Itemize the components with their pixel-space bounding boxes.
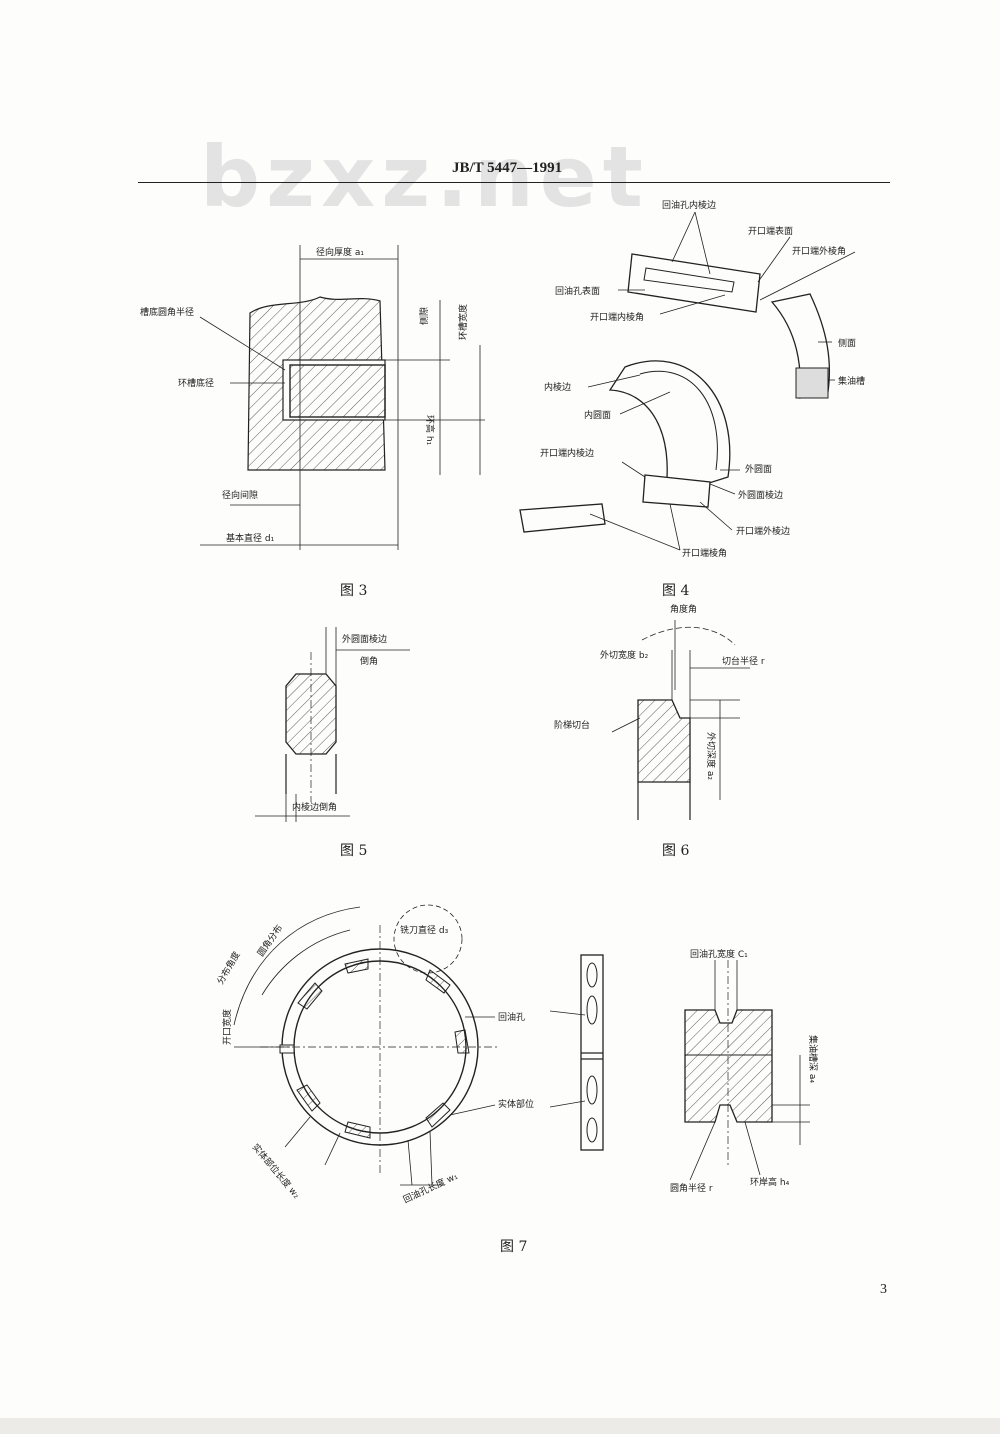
- fig3-caption: 图 3: [340, 583, 368, 599]
- cutter-circle: [393, 904, 463, 974]
- oil-hole-segment: [344, 1121, 371, 1139]
- oil-hole-segment: [454, 1029, 470, 1054]
- fig6-outer-cut-width: 外切宽度 b₂: [600, 649, 649, 661]
- fig3-basic-diameter: 基本直径 d₁: [226, 532, 275, 544]
- ring-segment-top: [627, 253, 761, 313]
- fig4-gap-outer-edge-angle: 开口端外棱角: [792, 245, 846, 257]
- oil-hole-segment: [344, 958, 369, 974]
- fig7-solid-length: 实体部位长度 w₂: [250, 1141, 303, 1201]
- page-number: 3: [880, 1282, 887, 1297]
- oil-hole-segment: [425, 1102, 451, 1128]
- standard-number: JB/T 5447—1991: [452, 160, 563, 176]
- fig3-side-clearance: 侧隙: [418, 307, 430, 325]
- fig3-groove-bottom-diameter: 环槽底径: [178, 377, 214, 389]
- fig5-outer-edge: 外圆面棱边: [342, 633, 387, 645]
- oil-hole-segment: [297, 982, 323, 1010]
- fig4-gap-concave-edge: 开口端内棱角: [590, 311, 644, 323]
- fig4-gap-inner-edge: 开口端内棱边: [540, 447, 594, 459]
- fig6-step-cut: 阶梯切台: [554, 719, 590, 731]
- fig7-land-height: 环岸高 h₄: [750, 1176, 790, 1188]
- watermark: bzxz.net: [200, 128, 649, 226]
- fig7-distribution-angle: 分布角度: [214, 949, 242, 986]
- fig3-axial-thickness: 径向厚度 a₁: [316, 246, 364, 258]
- fig4-gap-surface: 开口端表面: [748, 225, 793, 237]
- oil-hole-segment: [425, 969, 451, 994]
- figure-3: 径向厚度 a₁ 槽底圆角半径 环槽底径 径向间隙 基本直径 d₁ 侧隙 环槽宽度…: [140, 245, 485, 550]
- fig5-inner-edge-chamfer: 内棱边倒角: [292, 801, 337, 813]
- fig5-caption: 图 5: [340, 843, 368, 859]
- fig3-groove-corner-radius: 槽底圆角半径: [140, 306, 194, 318]
- fig7-oil-groove-depth: 集油槽深 a₄: [807, 1035, 819, 1083]
- fig7-cutter-diameter: 铣刀直径 d₃: [400, 924, 449, 936]
- fig3-groove-width: 环槽宽度: [457, 304, 469, 340]
- ring-gap-end: [642, 474, 711, 508]
- bottom-band: [0, 1418, 1000, 1434]
- fig7-gap-position: 开口宽度: [221, 1009, 233, 1045]
- header-rule: [138, 182, 890, 183]
- ring-section-stepped: [637, 699, 691, 783]
- figure-6: 角度角 外切宽度 b₂ 切台半径 r 阶梯切台 外切深度 a₂: [554, 603, 765, 820]
- ring-section-chamfered: [285, 673, 337, 755]
- ring-segment-bottom: [519, 503, 606, 533]
- fig4-caption: 图 4: [662, 583, 690, 599]
- fig4-inner-edge: 内棱边: [544, 381, 571, 393]
- fig4-oil-hole-inner-edge: 回油孔内棱边: [662, 199, 716, 211]
- figure-7: 分布角度 圆角分布 铣刀直径 d₃ 开口宽度 回油孔 实体部位 实体部位长度 w…: [214, 904, 819, 1206]
- fig4-outer-edge: 外圆面棱边: [738, 489, 783, 501]
- fig4-oil-groove: 集油槽: [838, 375, 865, 387]
- fig4-inner-surface: 内圆面: [584, 409, 611, 421]
- fig6-cut-angle: 角度角: [670, 603, 697, 615]
- fig7-oil-hole: 回油孔: [498, 1011, 525, 1023]
- fig3-radial-clearance: 径向间隙: [222, 489, 258, 501]
- fig3-ring-height: 环高 h₁: [424, 415, 436, 446]
- fig7-caption: 图 7: [500, 1239, 528, 1255]
- fig7-corner-radius: 圆角半径 r: [670, 1182, 713, 1194]
- fig7-oil-hole-width: 回油孔宽度 C₁: [690, 948, 748, 960]
- fig4-oil-hole-surface: 回油孔表面: [555, 285, 600, 297]
- figure-4: 回油孔内棱边 开口端表面 开口端外棱角 回油孔表面 开口端内棱角 侧面 集油槽 …: [519, 199, 865, 559]
- ring-gap: [279, 1044, 295, 1054]
- fig6-caption: 图 6: [662, 843, 690, 859]
- oil-hole-segment: [296, 1084, 321, 1112]
- fig7-solid-part: 实体部位: [498, 1098, 534, 1110]
- ring-arc-main: [608, 360, 731, 498]
- fig6-outer-cut-depth: 外切深度 a₂: [705, 732, 717, 780]
- fig4-gap-outer-edge: 开口端外棱边: [736, 525, 790, 537]
- fig4-side-face: 侧面: [838, 337, 856, 349]
- fig4-outer-surface: 外圆面: [745, 463, 772, 475]
- fig4-gap-corner: 开口端棱角: [682, 547, 727, 559]
- ring-section-oil-groove: [684, 1009, 773, 1123]
- fig6-cut-radius: 切台半径 r: [722, 655, 765, 667]
- fig7-oil-hole-length: 回油孔长度 w₁: [401, 1170, 460, 1206]
- fig5-chamfer: 倒角: [360, 655, 378, 667]
- figure-5: 外圆面棱边 倒角 内棱边倒角: [255, 627, 410, 822]
- ring-section: [289, 364, 386, 418]
